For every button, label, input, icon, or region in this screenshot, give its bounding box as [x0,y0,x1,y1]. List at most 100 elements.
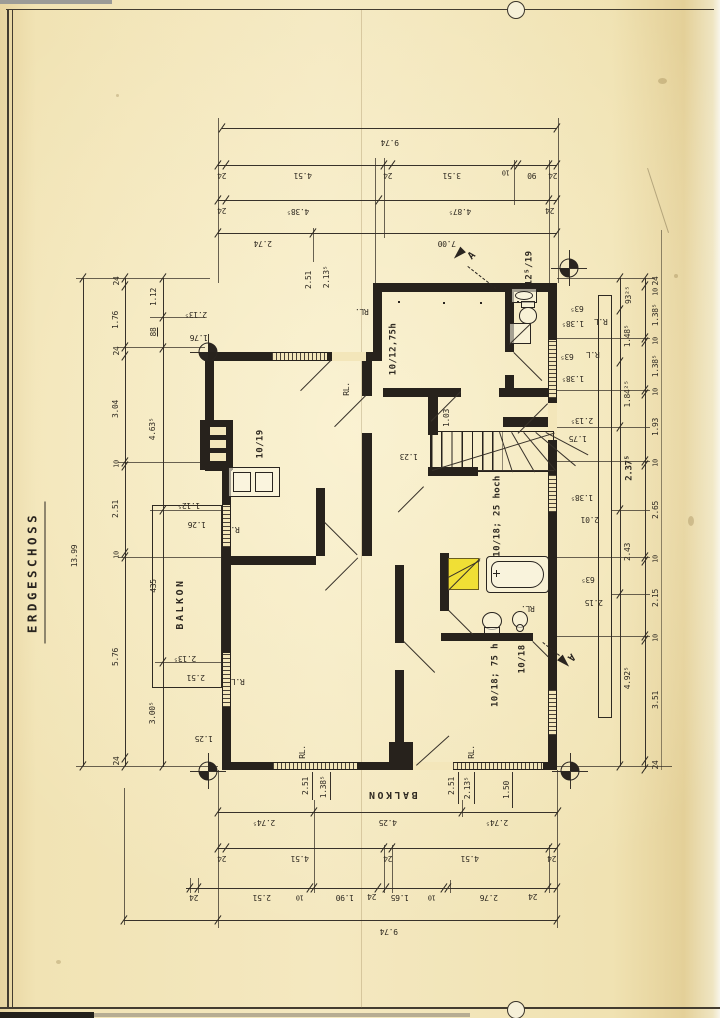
dimension-label: 4.63⁵ [148,417,157,441]
dimension-label: 24 [528,892,538,901]
dimension-label: 1.50 [502,780,511,800]
dimension-label: 3.00⁵ [148,701,157,725]
rl-label: RL. [355,307,369,316]
kitchen-sink-basin [255,472,273,492]
dimension-label: 1.38⁵ [651,303,660,327]
dimension-label: 10 [502,168,510,177]
dimension-label: 10 [651,388,660,396]
extension-line [514,160,515,205]
dimension-label: 2.01 [580,515,600,524]
dimension-label: 10 [296,893,304,902]
survey-marker [560,761,580,781]
dimension-line [458,772,459,804]
dimension-label: 90 [527,171,537,180]
door-swing-line [478,470,554,472]
page-border-left-outer [7,9,9,1009]
dimension-label: 10 [651,555,660,563]
dimension-label: 7.00 [437,239,457,248]
sink-bowl [515,291,533,300]
wall [505,292,514,352]
page-border-top [6,9,714,11]
wall [373,283,382,361]
staircase [430,431,554,472]
room-label-corner: 12⁵/19 [524,250,535,286]
dimension-label: 63⁵ [570,304,584,313]
extension-line [150,317,205,318]
balcony-slab [152,505,222,688]
dimension-line [512,772,513,808]
rl-label: RL. [342,382,351,396]
toilet-tank [484,627,500,634]
extension-line [557,278,655,279]
dimension-label: 3.51 [442,171,462,180]
extension-line [558,118,559,283]
room-label-stair: 10/18; 25 hoch [492,475,503,557]
dimension-label: 9.74 [380,138,400,147]
extension-line [557,390,650,391]
dimension-label: 1.90 [335,893,355,902]
dimension-label: 4.51 [290,854,310,863]
wall [428,397,438,435]
window [548,340,557,398]
extension-line [557,461,650,462]
dimension-label: 4.87⁵ [448,207,472,216]
dimension-line [186,888,557,889]
extension-line [450,880,451,893]
dimension-label: 2.76 [479,893,499,902]
window [453,762,543,770]
wall [362,433,372,556]
survey-marker [198,342,218,362]
corner-crease [646,168,670,234]
chimney-flue [210,453,226,461]
dimension-label: 1.03 [442,408,451,428]
extension-line [218,118,219,283]
extension-line [557,557,650,558]
stain [688,516,694,526]
dimension-line [645,278,646,769]
extension-line [612,594,650,595]
survey-marker [559,258,579,278]
scanner-edge-gray [94,1013,470,1017]
drawing-title: ERDGESCHOSS [24,501,46,644]
dimension-line [620,278,621,766]
wall [505,375,514,397]
extension-line [392,845,393,893]
wall [440,553,449,611]
floor-dot [517,301,519,303]
door-opening [548,403,557,440]
dimension-line [125,278,126,766]
stain [658,78,667,84]
dimension-label: 4.38⁵ [286,207,310,216]
dimension-label: 88 [149,327,158,337]
dimension-label: 2.65 [651,500,660,520]
dimension-line [218,200,557,201]
window [272,352,327,361]
dimension-label: 1.93 [651,417,660,437]
wall [499,388,548,397]
door-swing-line [325,557,359,591]
extension-line [375,158,376,283]
extension-line [557,770,558,928]
section-label-a-top: A [465,249,479,263]
room-label-bath: 10/18; 75 h [490,642,501,708]
dimension-label: 4.51 [293,171,313,180]
floor-dot [398,301,400,303]
dimension-line [83,278,84,766]
chimney-flue [210,440,226,448]
wall [389,742,413,762]
dimension-label: 24 [112,756,121,766]
page-border-right-partial [661,230,662,770]
extension-line [76,766,218,767]
dimension-label: 24 [651,760,660,770]
dimension-label: 10 [651,288,660,296]
dimension-label: 2.51 [304,270,313,290]
registration-hole-top [507,1,525,19]
extension-line [314,800,315,893]
extension-line [557,427,650,428]
window [548,475,557,512]
dimension-label: 1.65 [390,893,410,902]
extension-line [384,845,385,893]
extension-line [155,662,222,663]
stain [674,274,678,278]
